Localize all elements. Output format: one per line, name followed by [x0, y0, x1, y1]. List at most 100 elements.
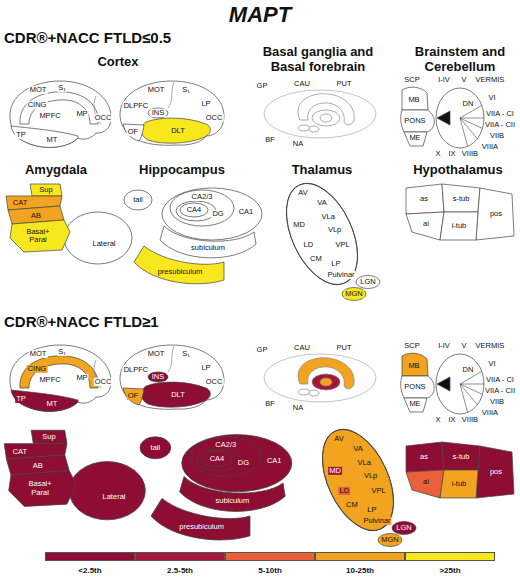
region-label: LP	[330, 260, 341, 268]
region-label: V	[460, 76, 467, 84]
folia-line	[460, 384, 482, 394]
brain-region	[120, 81, 224, 145]
region-label: CAT	[12, 199, 28, 207]
region-label: MPFC	[38, 376, 61, 384]
brain-region	[176, 201, 216, 221]
brain-region	[406, 470, 444, 498]
region-label: MP	[75, 110, 88, 118]
region-label: LD	[338, 487, 350, 495]
region-label: MB	[407, 96, 420, 104]
lateral-cortex	[120, 345, 224, 409]
brain-region	[20, 356, 98, 388]
region-label: SCP	[403, 342, 420, 350]
ventricle	[437, 377, 450, 391]
region-label: AV	[333, 435, 344, 443]
region-label: OCC	[205, 114, 224, 122]
brain-region	[440, 212, 478, 240]
region-label: i-tub	[451, 222, 468, 230]
region-label: Pulvinar	[326, 271, 355, 279]
panel-title: Thalamus	[292, 163, 353, 178]
region-label: ai	[422, 478, 430, 486]
brain-region	[342, 288, 366, 301]
legend-swatch	[225, 552, 315, 561]
region-label: LGN	[395, 524, 412, 532]
region-label: as	[419, 195, 429, 203]
brain-region	[308, 418, 408, 541]
region-label: Sup	[38, 186, 53, 194]
brain-region	[180, 476, 286, 511]
region-label: s-tub	[452, 195, 471, 203]
region-label: ME	[408, 400, 421, 408]
thalamus-map	[308, 418, 416, 546]
region-label: S₁	[181, 350, 191, 358]
region-label: subiculum	[190, 244, 226, 252]
thalamus-outline	[308, 418, 408, 541]
region-label: S₁	[57, 84, 67, 92]
region-label: VERMIS	[475, 342, 506, 350]
clipped-regions	[272, 172, 372, 295]
region-label: CM	[309, 255, 323, 263]
brain-region	[378, 534, 402, 547]
brain-region	[476, 188, 514, 240]
region-label: DG	[237, 459, 250, 467]
region-label: VIIIB	[461, 150, 479, 158]
brain-region	[120, 345, 224, 409]
region-label: CA4	[209, 455, 226, 463]
brain-region	[442, 184, 480, 212]
legend-swatch	[45, 552, 135, 561]
region-label: MT	[46, 136, 59, 144]
region-label: CING	[27, 101, 48, 109]
region-label: CING	[27, 365, 48, 373]
clipped-regions	[308, 418, 408, 541]
region-label: NA	[292, 140, 304, 148]
region-label: i-tub	[451, 480, 468, 488]
region-label: IX	[447, 416, 456, 424]
ventricle	[437, 111, 450, 125]
brain-region	[402, 353, 428, 376]
region-label: MGN	[380, 536, 400, 544]
brain-region	[264, 354, 376, 402]
region-label: OF	[127, 392, 139, 400]
brain-region	[406, 442, 444, 472]
region-label: VLp	[363, 472, 378, 480]
folia-line	[460, 384, 468, 412]
folia-line	[460, 118, 468, 146]
brain-region	[191, 437, 261, 477]
brain-region	[312, 374, 340, 390]
region-label: VPL	[371, 487, 387, 495]
region-label: PONS	[403, 117, 426, 125]
region-label: X	[434, 416, 441, 424]
region-label: VIIB	[489, 398, 505, 406]
region-label: GP	[256, 82, 269, 90]
panel-title: Brainstem and Cerebellum	[405, 45, 515, 75]
region-label: as	[419, 453, 429, 461]
region-label: GP	[256, 346, 269, 354]
region-label: MPFC	[38, 112, 61, 120]
region-label: CAT	[12, 447, 28, 455]
rotated-frame	[308, 418, 408, 541]
region-label: VA	[316, 199, 327, 207]
region-label: s-tub	[452, 453, 471, 461]
brain-region	[442, 442, 480, 470]
thalamus-map	[272, 172, 380, 300]
brain-region	[20, 92, 98, 124]
brain-region	[436, 88, 484, 148]
region-label: Lateral	[102, 493, 127, 501]
region-label: Basal+ Paral	[24, 480, 56, 497]
region-label: CA4	[186, 206, 203, 214]
brain-region	[197, 449, 241, 471]
region-label: DN	[462, 100, 475, 108]
region-label: PUT	[336, 80, 353, 88]
thalamus-outline	[272, 172, 372, 295]
basal-ganglia	[264, 90, 376, 138]
region-label: MP	[75, 374, 88, 382]
region-label: LP	[366, 506, 377, 514]
region-label: LP	[200, 100, 211, 108]
brain-region	[162, 188, 262, 240]
region-label: I-IV	[437, 342, 451, 350]
region-label: DG	[211, 210, 224, 218]
region-label: VI	[487, 360, 496, 368]
region-label: VLa	[321, 213, 336, 221]
region-label: Basal+ Paral	[22, 228, 54, 245]
rotated-frame	[272, 172, 372, 295]
